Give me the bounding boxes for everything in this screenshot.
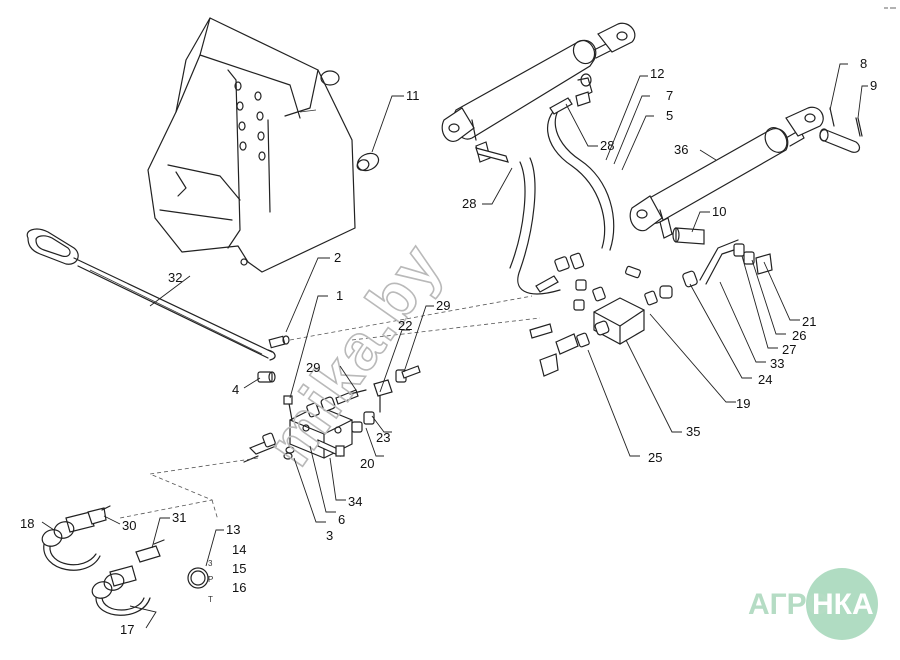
- callout-26: 26: [792, 328, 806, 343]
- callout-27: 27: [782, 342, 796, 357]
- callout-34: 34: [348, 494, 362, 509]
- callout-29-right: 29: [436, 298, 450, 313]
- callout-9: 9: [870, 78, 877, 93]
- pin-10: [672, 227, 705, 245]
- callout-2: 2: [334, 250, 341, 265]
- hydraulic-cylinder-36: [629, 106, 824, 239]
- callout-13: 13: [226, 522, 240, 537]
- bolt-6: [317, 439, 345, 457]
- callout-19: 19: [736, 396, 750, 411]
- callout-20: 20: [360, 456, 374, 471]
- washer-3: [283, 446, 295, 460]
- quick-coupler-30: [65, 505, 111, 533]
- split-pin-9: [855, 117, 863, 137]
- callout-21: 21: [802, 314, 816, 329]
- dust-cap-18: [41, 521, 101, 571]
- callout-14: 14: [232, 542, 246, 557]
- callout-36: 36: [674, 142, 688, 157]
- callout-4: 4: [232, 382, 239, 397]
- mark-t: T: [208, 595, 213, 604]
- quick-coupler-31: [109, 539, 165, 587]
- valve-block-34: [289, 405, 353, 459]
- mark-3: 3: [208, 559, 213, 568]
- callout-32: 32: [168, 270, 182, 285]
- callout-8: 8: [860, 56, 867, 71]
- fittings-right: [475, 91, 773, 377]
- callout-17: 17: [120, 622, 134, 637]
- pin-8: [819, 107, 861, 153]
- callout-25: 25: [648, 450, 662, 465]
- callout-15: 15: [232, 561, 246, 576]
- callout-18: 18: [20, 516, 34, 531]
- callout-28-left: 28: [462, 196, 476, 211]
- callout-10: 10: [712, 204, 726, 219]
- sleeve-4: [257, 371, 276, 383]
- logo-text-right: НКА: [812, 588, 874, 621]
- callout-28-right: 28: [600, 138, 614, 153]
- hitch-pin-32: [26, 228, 276, 361]
- callout-3: 3: [326, 528, 333, 543]
- callout-22: 22: [398, 318, 412, 333]
- watermark: mika.by: [252, 230, 456, 478]
- screw-1: [283, 395, 293, 421]
- callout-31: 31: [172, 510, 186, 525]
- callout-5: 5: [666, 108, 673, 123]
- bushing-11: [356, 152, 380, 172]
- guide-lines: [119, 295, 541, 521]
- agronka-logo: АГРО НКА: [748, 568, 878, 640]
- dust-cap-17: [91, 573, 151, 616]
- hoses: [509, 99, 741, 295]
- pin-2: [268, 335, 290, 349]
- callout-23: 23: [376, 430, 390, 445]
- callout-16: 16: [232, 580, 246, 595]
- callout-29-left: 29: [306, 360, 320, 375]
- callout-24: 24: [758, 372, 772, 387]
- callout-6: 6: [338, 512, 345, 527]
- seal-ring-13: [187, 567, 209, 589]
- callout-30: 30: [122, 518, 136, 533]
- callout-1: 1: [336, 288, 343, 303]
- valve-block-35: [593, 297, 645, 345]
- mark-p: P: [208, 575, 213, 584]
- callout-33: 33: [770, 356, 784, 371]
- callout-labels: 1 2 3 4 5 6 7 8 9 10 11 12 13 14 15 16 1…: [20, 56, 877, 637]
- mounting-frame: [147, 17, 356, 273]
- callout-12: 12: [650, 66, 664, 81]
- callout-35: 35: [686, 424, 700, 439]
- callout-7: 7: [666, 88, 673, 103]
- callout-11: 11: [406, 88, 420, 103]
- logo-text-left: АГРО: [748, 588, 830, 621]
- leader-lines: [41, 63, 868, 629]
- fittings-left: [243, 365, 421, 463]
